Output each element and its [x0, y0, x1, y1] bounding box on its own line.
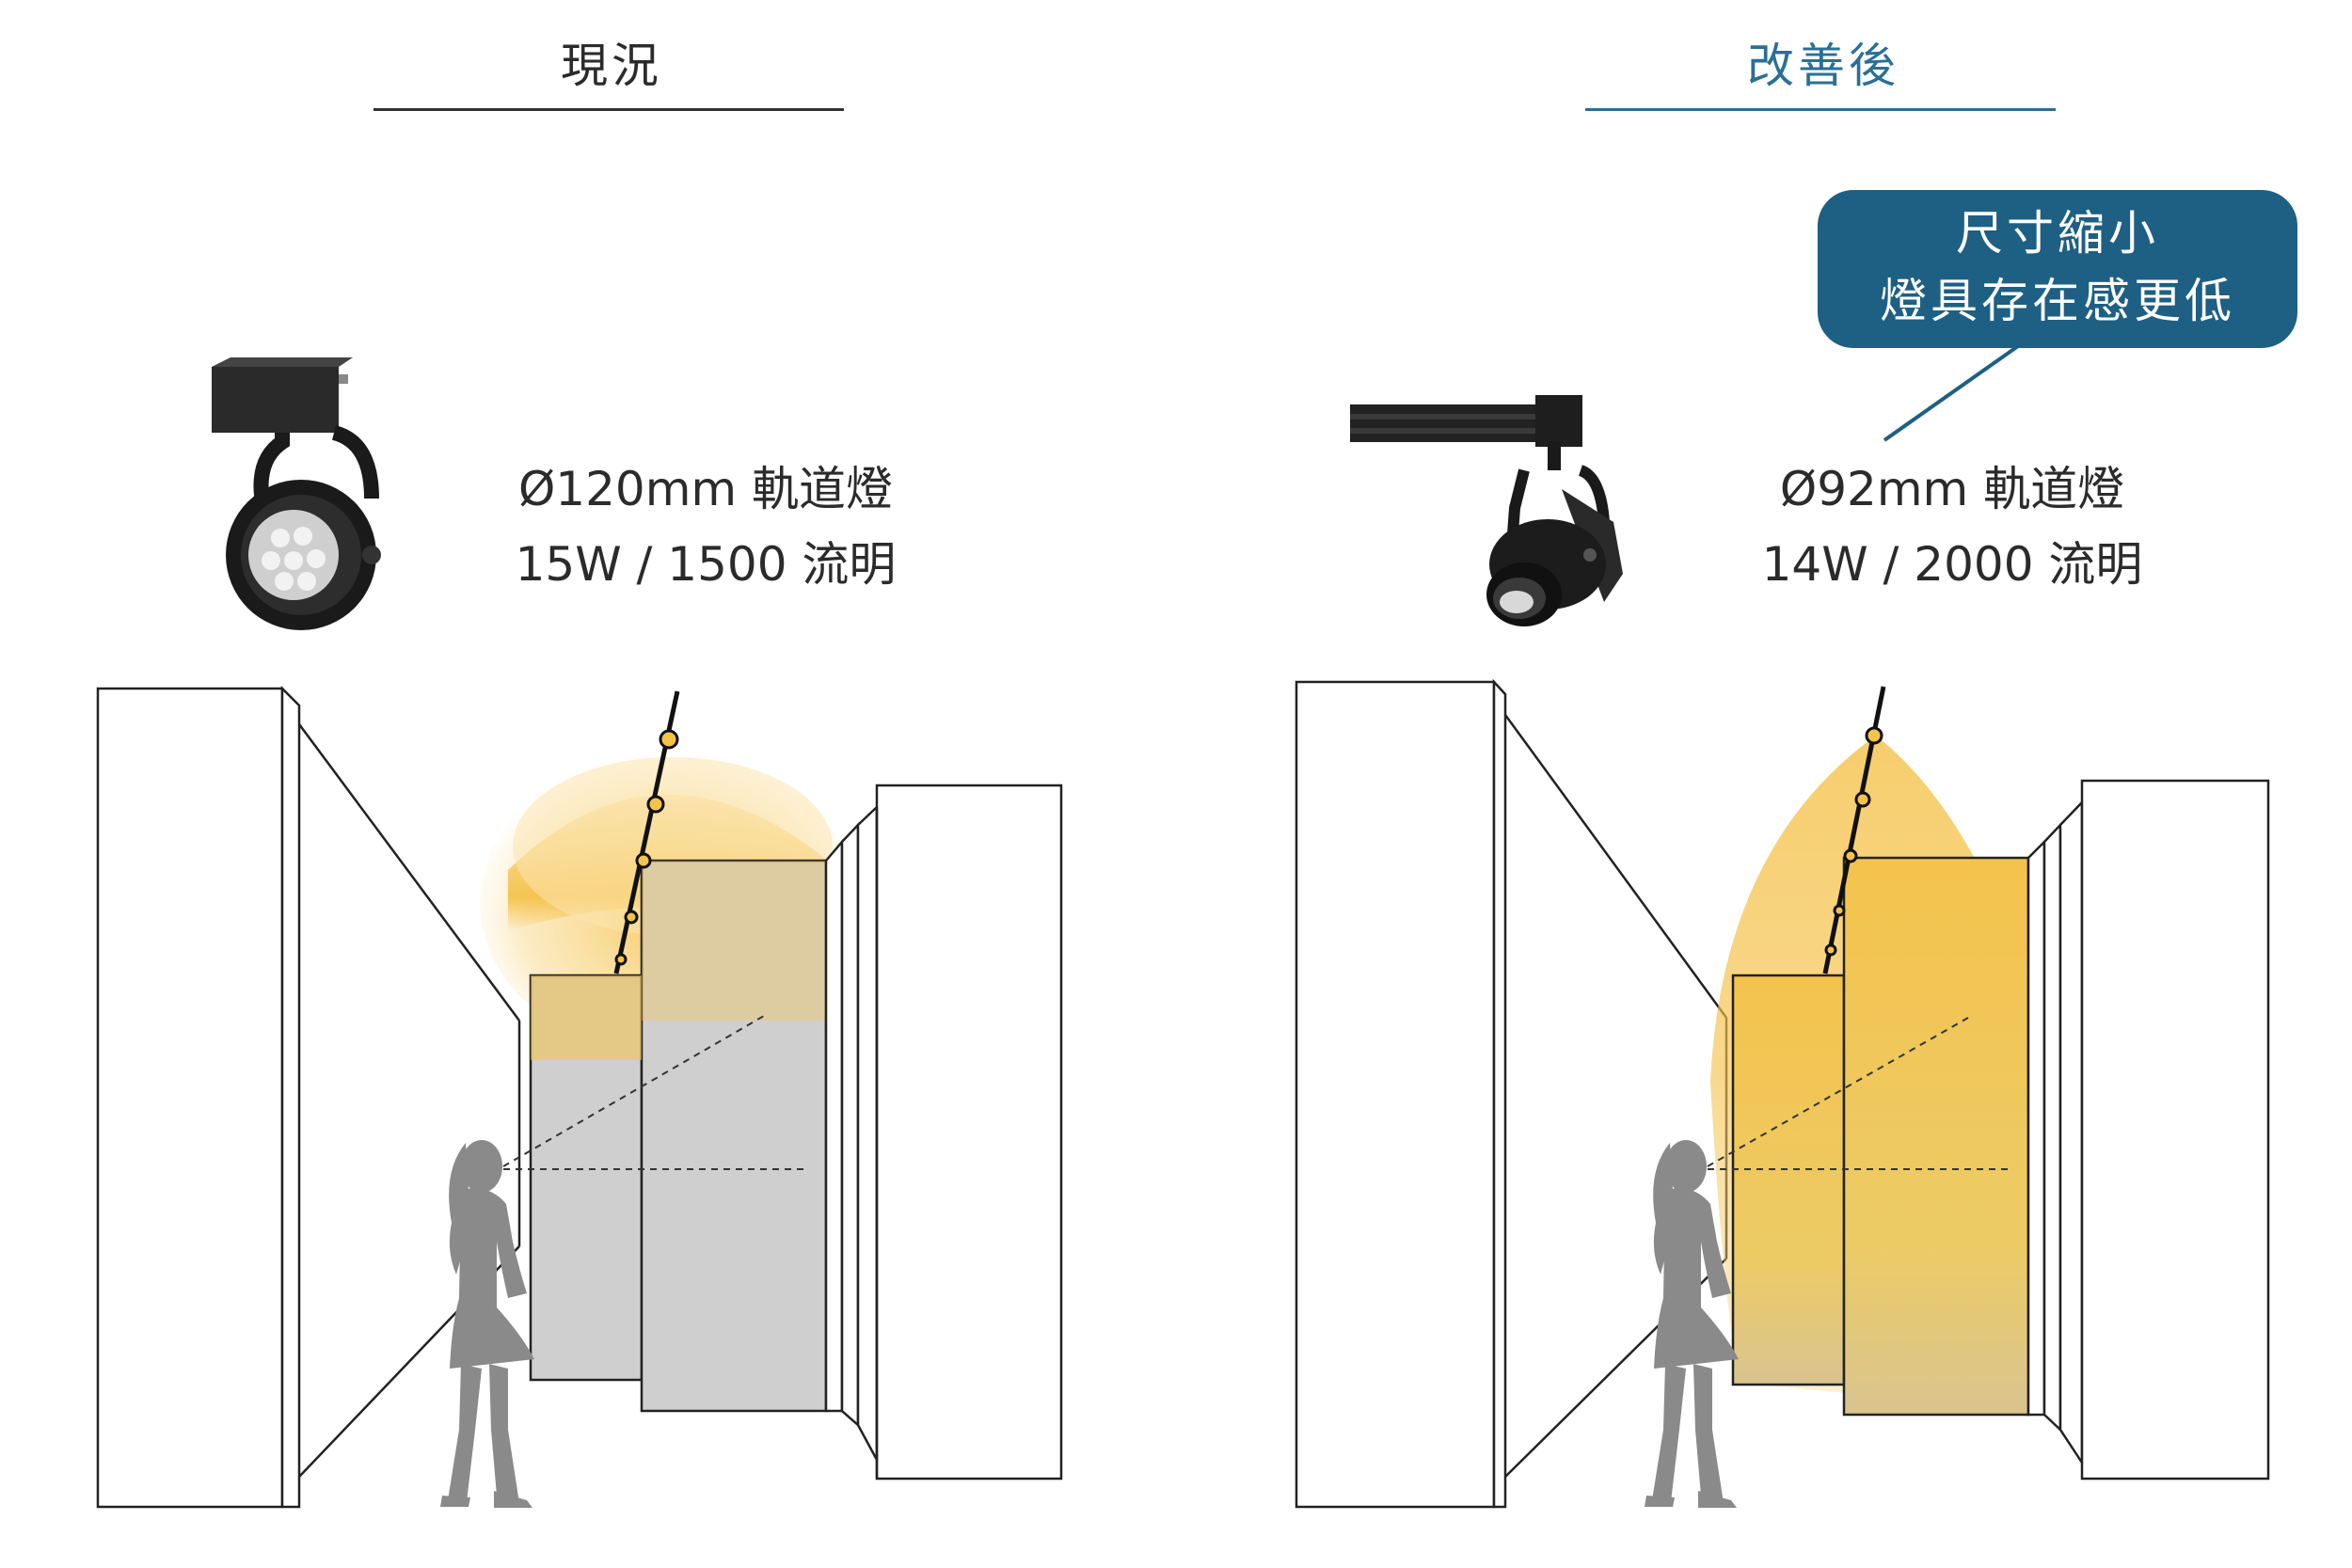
wall-left-side-edge — [280, 685, 301, 1509]
spec-current-power: 15W / 1500 流明 — [515, 537, 897, 592]
wall-left-front-improved — [1295, 680, 1496, 1509]
spec-improved: Ø92mm 軌道燈 14W / 2000 流明 — [1708, 451, 2197, 602]
person-silhouette-improved — [1645, 1140, 1739, 1508]
wall-left-side-edge-improved — [1492, 678, 1507, 1509]
wall-perspective-line-top-improved — [1503, 714, 1728, 1019]
display-panel-front-improved — [1842, 856, 2030, 1417]
sightline-diagonal — [502, 1015, 765, 1167]
step-wall-3 — [856, 804, 879, 1461]
panel-light-wash-back — [531, 975, 642, 1060]
lamp-dot-5 — [614, 953, 628, 966]
step-wall-2 — [840, 821, 860, 1428]
sightline-diagonal-improved — [1707, 1017, 1969, 1167]
wall-perspective-line-top — [297, 723, 521, 1022]
track-adapter-small — [1350, 404, 1548, 442]
callout-pointer — [1883, 344, 2020, 442]
scene-improved — [1295, 344, 2270, 1509]
step-wall-3-improved — [2058, 799, 2084, 1467]
lamp-dot-imp-1 — [1865, 726, 1883, 745]
spec-improved-size: Ø92mm 軌道燈 — [1779, 462, 2125, 516]
spec-current-size: Ø120mm 軌道燈 — [517, 462, 894, 516]
callout-bubble: 尺寸縮小 燈具存在感更低 — [1818, 190, 2297, 348]
lamp-dot-imp-2 — [1854, 791, 1871, 808]
track-light-small — [1350, 395, 1623, 626]
callout-line-1: 尺寸縮小 — [1956, 206, 2159, 261]
heading-current: 現況 — [561, 39, 662, 93]
heading-improved: 改善後 — [1747, 39, 1899, 93]
lamp-dot-2 — [646, 795, 665, 814]
lamp-dot-1 — [659, 729, 679, 750]
step-wall-2-improved — [2042, 821, 2062, 1433]
wall-right-improved — [2080, 779, 2270, 1481]
spec-improved-power: 14W / 2000 流明 — [1761, 537, 2143, 592]
wall-left-front — [96, 687, 284, 1509]
heading-underline-improved — [1585, 108, 2056, 111]
lamp-dot-4 — [624, 910, 639, 925]
step-wall-1-improved — [2026, 838, 2046, 1417]
wall-right — [875, 784, 1063, 1481]
lamp-dot-3 — [635, 852, 652, 869]
track-light-large — [212, 357, 381, 630]
step-wall-1 — [824, 838, 844, 1413]
heading-underline-current — [373, 108, 844, 111]
driver-box-large — [212, 367, 339, 433]
callout-line-2: 燈具存在感更低 — [1880, 274, 2235, 328]
lamp-dot-imp-5 — [1824, 943, 1837, 957]
person-silhouette — [440, 1140, 534, 1508]
display-panel-front — [640, 859, 828, 1413]
scene-current — [96, 357, 1063, 1509]
panel-light-wash — [642, 861, 826, 1021]
display-panel-back-improved — [1731, 974, 1846, 1386]
lamp-dot-imp-3 — [1843, 848, 1858, 863]
lamp-dot-imp-4 — [1833, 904, 1846, 917]
spec-current: Ø120mm 軌道燈 15W / 1500 流明 — [461, 451, 950, 602]
